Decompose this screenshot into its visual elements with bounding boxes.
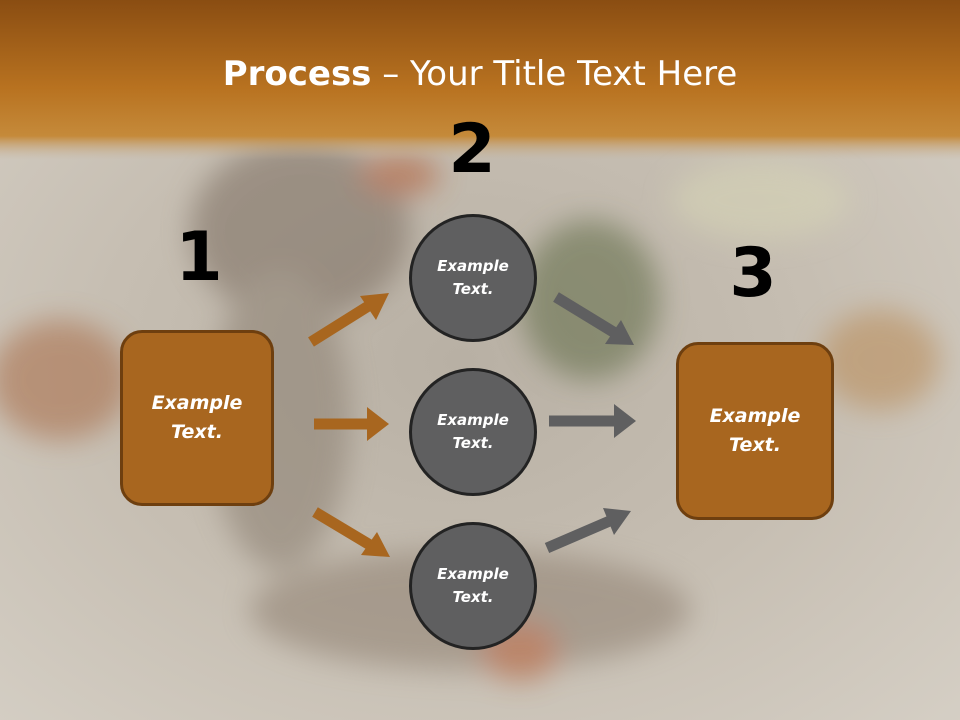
step-number-1: 1 — [175, 218, 223, 297]
step-1-box: Example Text. — [120, 330, 274, 506]
title-bold: Process — [222, 54, 372, 94]
slide-title: Process – Your Title Text Here — [0, 52, 960, 96]
arrow-top-to-3 — [553, 292, 634, 345]
node-bottom-circle: Example Text. — [409, 522, 537, 650]
arrow-1-to-middle — [314, 407, 389, 441]
node-top-circle: Example Text. — [409, 214, 537, 342]
arrow-bottom-to-3 — [544, 508, 631, 554]
node-bottom-label: Example Text. — [437, 565, 509, 606]
arrow-middle-to-3 — [549, 404, 636, 438]
step-3-box: Example Text. — [676, 342, 834, 520]
step-3-label: Example Text. — [709, 405, 801, 456]
arrow-1-to-bottom — [312, 507, 390, 557]
arrow-1-to-top — [308, 293, 389, 347]
node-middle-label: Example Text. — [437, 411, 509, 452]
title-rest: – Your Title Text Here — [371, 54, 738, 94]
node-middle-circle: Example Text. — [409, 368, 537, 496]
node-top-label: Example Text. — [437, 257, 509, 298]
step-1-label: Example Text. — [151, 392, 243, 443]
step-number-2: 2 — [448, 110, 496, 189]
step-number-3: 3 — [729, 234, 777, 313]
